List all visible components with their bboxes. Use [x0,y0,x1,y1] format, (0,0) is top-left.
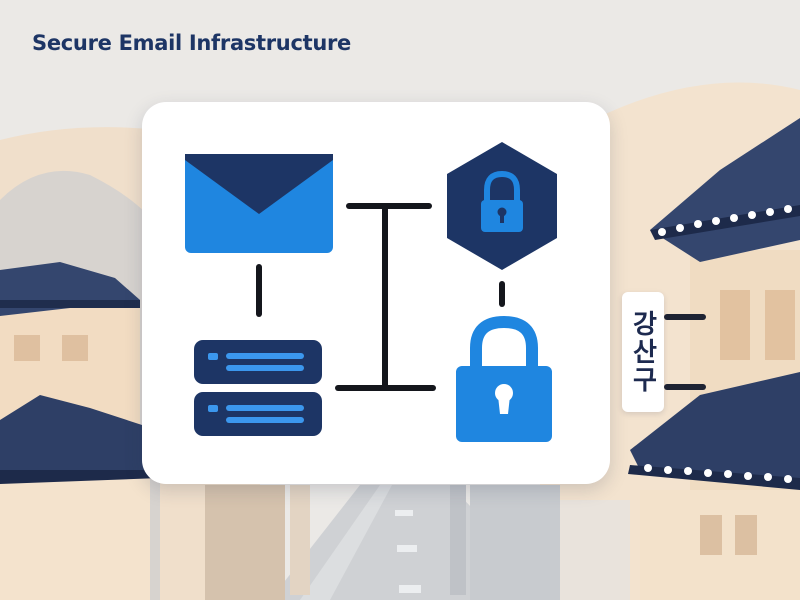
roof-left-eave [0,300,140,308]
window [14,335,40,361]
envelope-icon [185,154,333,253]
alley-left-wall [205,485,285,600]
window [720,290,750,360]
window [62,335,88,361]
diagram-card [142,102,610,484]
street-sign-text: 강산구 [627,310,658,394]
server-icon [194,340,322,436]
sign-bracket-top [664,314,706,320]
alley-right-wall [470,485,560,600]
sign-bracket-bottom [664,384,706,390]
street-sign: 강산구 [622,292,664,412]
connector-lines [256,203,505,391]
shield-lock-icon [447,142,557,270]
padlock-icon [456,315,552,442]
roof-left-front [0,395,156,480]
email-security-diagram [185,142,557,442]
roof-right-lower [630,372,800,480]
roof-tile-caps [658,205,792,236]
building-left-front [0,470,150,600]
roof-left-front-eave [0,470,160,484]
window [765,290,795,360]
page-title: Secure Email Infrastructure [32,31,351,55]
